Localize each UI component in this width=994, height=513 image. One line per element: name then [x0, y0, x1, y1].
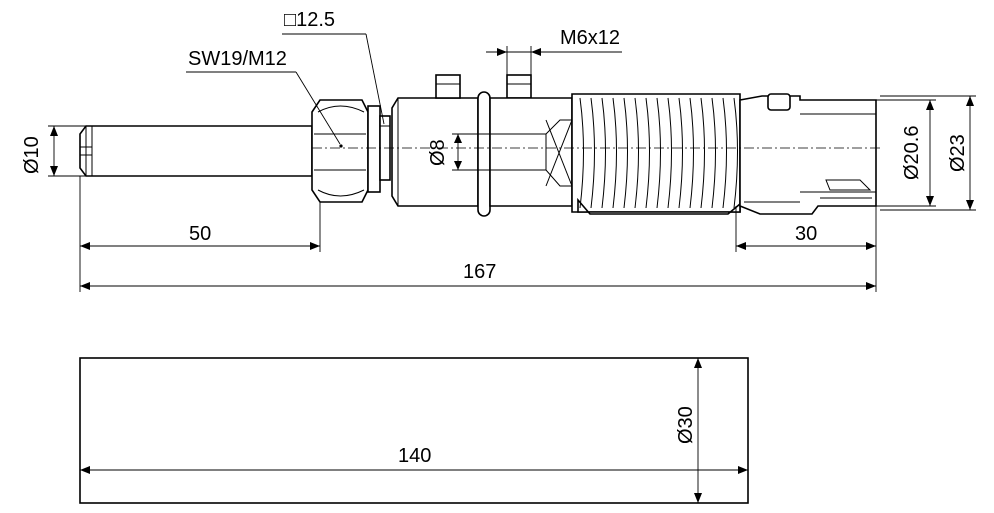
- label-wrench: SW19/M12: [188, 48, 287, 70]
- front-adapter: [739, 93, 877, 215]
- coil-turn: [656, 97, 661, 209]
- coil-turn: [722, 97, 727, 209]
- label-block-len: 140: [398, 445, 431, 467]
- set-screw-right: [506, 74, 532, 99]
- coil-turn: [700, 97, 705, 209]
- dim-wrench: SW19/M12: [186, 48, 341, 145]
- spring-coils: [579, 97, 738, 209]
- sleeve-outline: [79, 357, 749, 504]
- set-screw-left: [435, 74, 461, 99]
- hex-nut: [311, 99, 369, 203]
- spring-section: [571, 93, 741, 215]
- coil-turn: [612, 97, 617, 209]
- label-dia-bore: Ø8: [427, 139, 449, 166]
- shaft: [79, 125, 313, 177]
- dim-shaft-length: 50: [79, 176, 321, 292]
- dim-bore-diameter: Ø8: [427, 133, 470, 171]
- coil-turn: [579, 97, 584, 209]
- o-ring: [477, 91, 491, 217]
- tool-assembly: [79, 74, 882, 217]
- square-section: [367, 105, 391, 193]
- dim-total-length: 167: [80, 261, 876, 290]
- coil-turn: [678, 97, 683, 209]
- coil-turn: [711, 97, 716, 209]
- coil-turn: [590, 97, 595, 209]
- dim-square: □12.5: [282, 9, 385, 125]
- dimensions: □12.5 SW19/M12 M6x12 Ø10: [21, 9, 976, 292]
- coil-turn: [645, 97, 650, 209]
- dim-shaft-diameter: Ø10: [21, 125, 86, 177]
- coil-turn: [601, 97, 606, 209]
- dim-end-length: 30: [735, 206, 877, 292]
- label-square: □12.5: [284, 9, 335, 31]
- label-len-shaft: 50: [189, 223, 211, 245]
- label-thread: M6x12: [560, 27, 620, 49]
- coil-turn: [689, 97, 694, 209]
- dim-block-length: 140: [80, 445, 748, 474]
- label-len-end: 30: [795, 223, 817, 245]
- label-dia-outer: Ø23: [947, 134, 969, 172]
- coil-turn: [623, 97, 628, 209]
- dim-thread: M6x12: [486, 27, 622, 76]
- coil-turn: [634, 97, 639, 209]
- label-block-dia: Ø30: [675, 406, 697, 444]
- coil-turn: [733, 97, 738, 209]
- coil-turn: [667, 97, 672, 209]
- label-dia-shaft: Ø10: [21, 136, 43, 174]
- sleeve-block: Ø30 140: [79, 357, 749, 504]
- dim-body-diameter: Ø20.6: [876, 99, 936, 207]
- dim-block-diameter: Ø30: [675, 358, 702, 503]
- dim-outer-diameter: Ø23: [880, 95, 976, 211]
- label-len-total: 167: [463, 261, 496, 283]
- label-dia-body: Ø20.6: [901, 126, 923, 180]
